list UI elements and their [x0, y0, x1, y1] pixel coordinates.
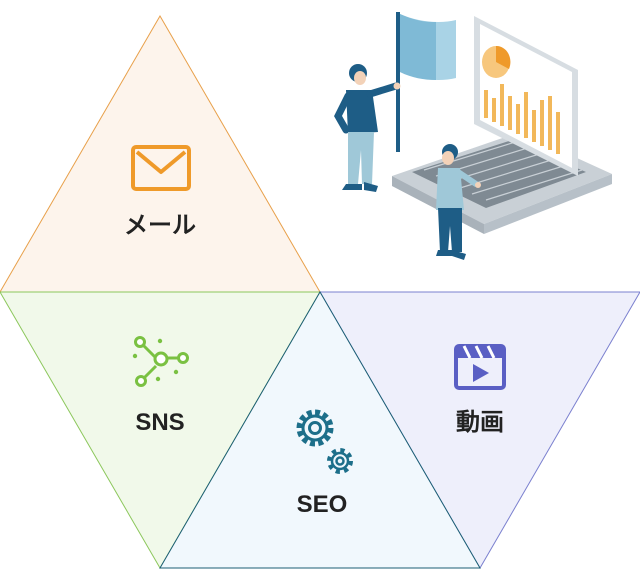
- video-clapperboard-icon: [454, 344, 506, 390]
- network-nodes-icon: [132, 336, 189, 387]
- video-label: 動画: [456, 409, 504, 436]
- gears-icon: [296, 409, 353, 474]
- envelope-icon: [131, 145, 191, 191]
- mail-label: メール: [124, 212, 196, 239]
- seo-label: SEO: [297, 491, 348, 518]
- mail-triangle: [0, 15, 321, 293]
- people-with-flag-and-laptop-chart-illustration: [334, 12, 612, 260]
- sns-label: SNS: [135, 409, 184, 436]
